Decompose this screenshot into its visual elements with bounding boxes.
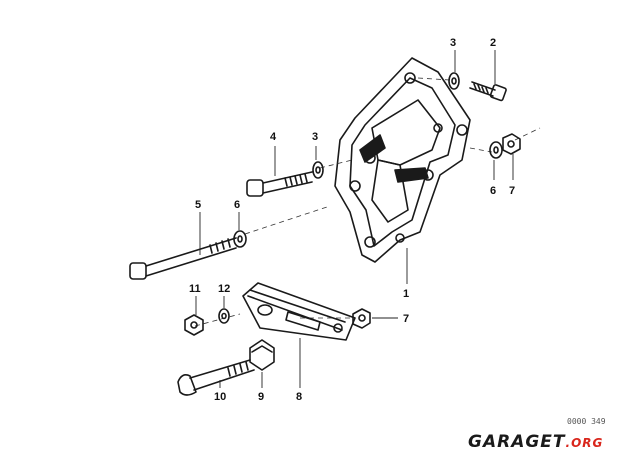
bolt-lower [177,359,255,396]
watermark-main: GARAGET [468,432,566,452]
watermark-logo: GARAGET.ORG [468,432,603,452]
callout-11: 11 [189,283,201,295]
callout-3-middle: 3 [312,131,318,143]
long-bolt [129,237,237,280]
washer-upper [448,72,460,90]
leader-lines [195,50,514,388]
drawing-code: 0000 349 [567,417,606,426]
callout-9: 9 [258,391,264,403]
adjusting-plate [242,282,356,341]
bolt-middle [246,171,313,197]
callout-3-upper: 3 [450,37,456,49]
callout-10: 10 [214,391,226,403]
callout-2: 2 [490,37,496,49]
washer-left [233,230,247,248]
callout-5: 5 [195,199,201,211]
spacer-sleeve [249,339,275,371]
nut-left [184,314,204,336]
nut-lower [352,308,371,329]
callout-12: 12 [218,283,230,295]
callout-1: 1 [403,288,409,300]
assembly-axes [194,77,541,327]
callout-6-left: 6 [234,199,240,211]
nut-right [502,133,521,155]
bracket-part [334,57,471,263]
washer-middle [312,161,324,179]
washer-small [218,308,230,324]
watermark-suffix: .ORG [566,436,604,450]
callout-7-right: 7 [509,185,515,197]
callout-4-label: 4 [270,131,277,143]
bolt-upper-right [469,81,507,102]
callout-7-lower: 7 [403,313,409,325]
callout-8: 8 [296,391,302,403]
washer-right [489,141,503,159]
callout-labels: 3 2 5 4 3 5 6 6 7 1 7 11 12 8 9 10 [189,37,515,403]
callout-6-right: 6 [490,185,496,197]
